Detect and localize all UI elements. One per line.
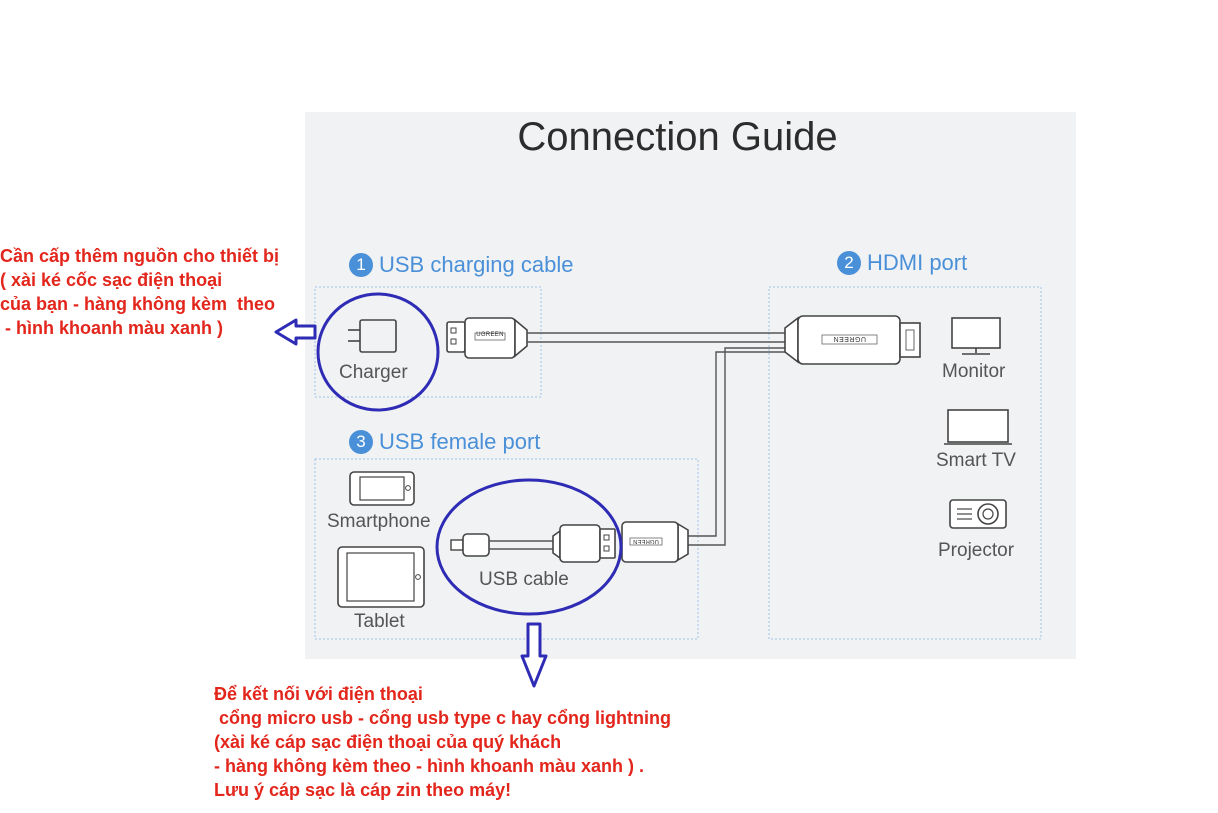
bottom-note-line-2: cổng micro usb - cổng usb type c hay cổn… — [214, 708, 672, 728]
monitor-label: Monitor — [942, 361, 1006, 382]
arrow-left-icon — [274, 318, 317, 346]
section-title-3: USB female port — [379, 429, 541, 454]
section-title-1: USB charging cable — [379, 252, 574, 277]
section-number-3: 3 — [349, 430, 373, 454]
tablet-icon — [337, 546, 425, 608]
charger-highlight-circle — [316, 292, 440, 412]
connector-brand-hdmi: UGREEN — [833, 335, 866, 342]
section-number-1: 1 — [349, 253, 373, 277]
projector-label: Projector — [938, 540, 1015, 561]
usb-cable-label: USB cable — [479, 569, 569, 590]
charger-icon — [348, 319, 397, 353]
bottom-note: Để kết nối với điện thoại cổng micro usb… — [214, 682, 671, 802]
left-note-line-2: ( xài ké cốc sạc điện thoại — [0, 270, 223, 290]
monitor-icon — [951, 317, 1001, 355]
connector-brand-top: UGREEN — [476, 332, 504, 338]
hdmi-connector-icon — [784, 315, 921, 365]
section-box-usb-female — [314, 458, 699, 640]
left-note: Cần cấp thêm nguồn cho thiết bị ( xài ké … — [0, 244, 279, 340]
cable-lines — [527, 332, 785, 546]
usb-cable-highlight-circle — [435, 478, 623, 616]
connection-guide-panel — [305, 112, 1076, 659]
usb-a-plug-top-icon — [446, 317, 528, 359]
left-note-line-3: của bạn - hàng không kèm theo — [0, 294, 276, 314]
arrow-down-icon — [520, 622, 548, 688]
bottom-note-line-4: - hàng không kèm theo - hình khoanh màu … — [214, 756, 645, 776]
charger-label: Charger — [339, 362, 408, 383]
smart-tv-label: Smart TV — [936, 450, 1016, 471]
section-title-2: HDMI port — [867, 250, 968, 275]
section-box-hdmi — [768, 286, 1042, 640]
bottom-note-line-5: Lưu ý cáp sạc là cáp zin theo máy! — [214, 780, 512, 800]
smartphone-icon — [349, 471, 415, 506]
bottom-note-line-3: (xài ké cáp sạc điện thoại của quý khách — [214, 732, 562, 752]
section-number-2: 2 — [837, 251, 861, 275]
guide-title: Connection Guide — [517, 115, 838, 159]
usb-cable-icon — [450, 524, 616, 563]
smartphone-label: Smartphone — [327, 511, 431, 532]
projector-icon — [949, 499, 1007, 529]
tablet-label: Tablet — [354, 611, 405, 632]
smart-tv-icon — [944, 409, 1012, 445]
connector-brand-bottom: UGREEN — [633, 538, 659, 544]
bottom-note-line-1: Để kết nối với điện thoại — [214, 684, 423, 704]
usb-female-connector-icon — [621, 521, 689, 563]
left-note-line-1: Cần cấp thêm nguồn cho thiết bị — [0, 246, 279, 266]
left-note-line-4: - hình khoanh màu xanh ) — [0, 318, 224, 338]
